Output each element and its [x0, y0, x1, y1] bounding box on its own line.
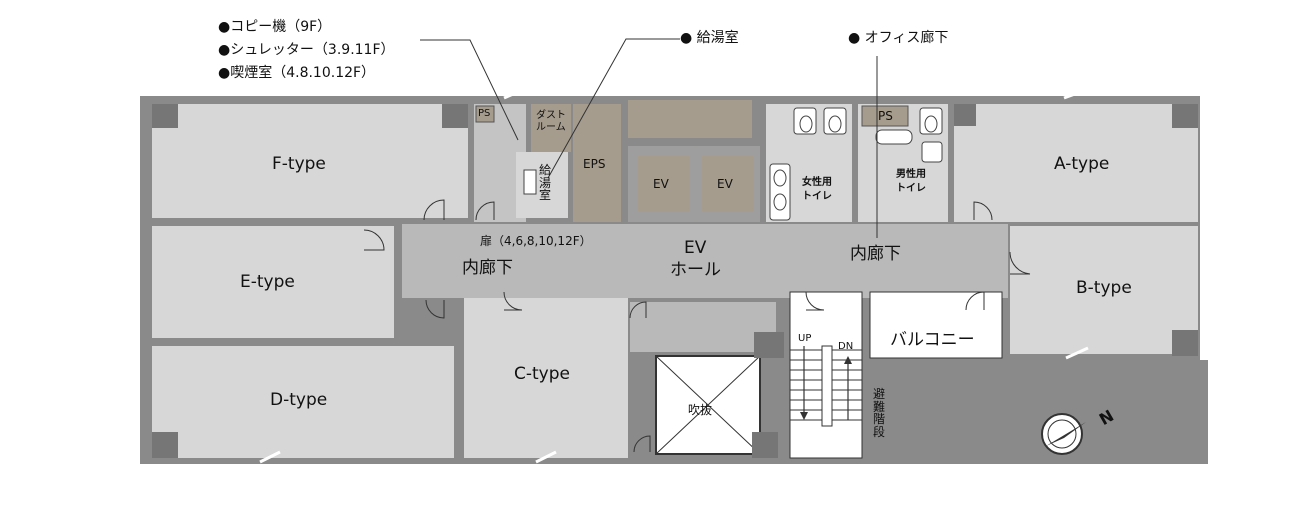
ps-left-label: PS [478, 108, 491, 119]
inner-corridor-right-label: 内廊下 [850, 244, 901, 264]
ev1-label: EV [653, 177, 669, 191]
legend-shredder: ●シュレッター（3.9.11F） [218, 42, 395, 58]
balcony [869, 291, 1003, 359]
dust-room [531, 104, 571, 152]
room-d-type [152, 346, 454, 458]
room-b-type [1010, 226, 1198, 354]
room-c-type [464, 292, 628, 458]
ev-hall-label-2: ホール [670, 260, 721, 280]
inner-corridor [402, 224, 1008, 298]
compass [1041, 413, 1086, 455]
room-label-c-type: C-type [514, 364, 570, 384]
room-label-e-type: E-type [240, 272, 295, 292]
room-e-type [152, 226, 394, 338]
evacuation-stairs-label: 避難階段 [872, 387, 885, 439]
ps-right-label: PS [878, 109, 893, 123]
legend-office-corridor: ● オフィス廊下 [848, 30, 949, 46]
stairs-up-label: UP [798, 333, 812, 344]
eps-label: EPS [583, 157, 606, 171]
room-label-d-type: D-type [270, 390, 328, 410]
room-label-f-type: F-type [272, 154, 326, 174]
ev-hall-label-1: EV [684, 238, 707, 258]
mens-toilet-label: 男性用 トイレ [896, 169, 926, 194]
ev2-label: EV [717, 177, 733, 191]
pantry-label: 給湯室 [538, 163, 551, 203]
legend-smoking-room: ●喫煙室（4.8.10.12F） [218, 65, 376, 81]
eps-room [573, 104, 621, 222]
room-label-b-type: B-type [1076, 278, 1132, 298]
inner-corridor-left-label: 内廊下 [462, 258, 513, 278]
womens-toilet-label: 女性用 トイレ [802, 177, 832, 202]
legend-pantry: ● 給湯室 [680, 30, 739, 46]
room-f-type [152, 104, 468, 218]
elevator-1 [638, 156, 690, 212]
room-a-type [954, 104, 1198, 222]
elevator-2 [702, 156, 754, 212]
balcony-label: バルコニー [890, 330, 975, 350]
dust-room-label: ダスト ルーム [536, 110, 566, 133]
legend-copier: ●コピー機（9F） [218, 19, 332, 35]
room-label-a-type: A-type [1054, 154, 1110, 174]
void-label: 吹抜 [688, 403, 713, 417]
door-note: 扉（4,6,8,10,12F） [480, 234, 592, 248]
elevator-machine-area [628, 100, 752, 138]
stairs-dn-label: DN [838, 341, 854, 352]
